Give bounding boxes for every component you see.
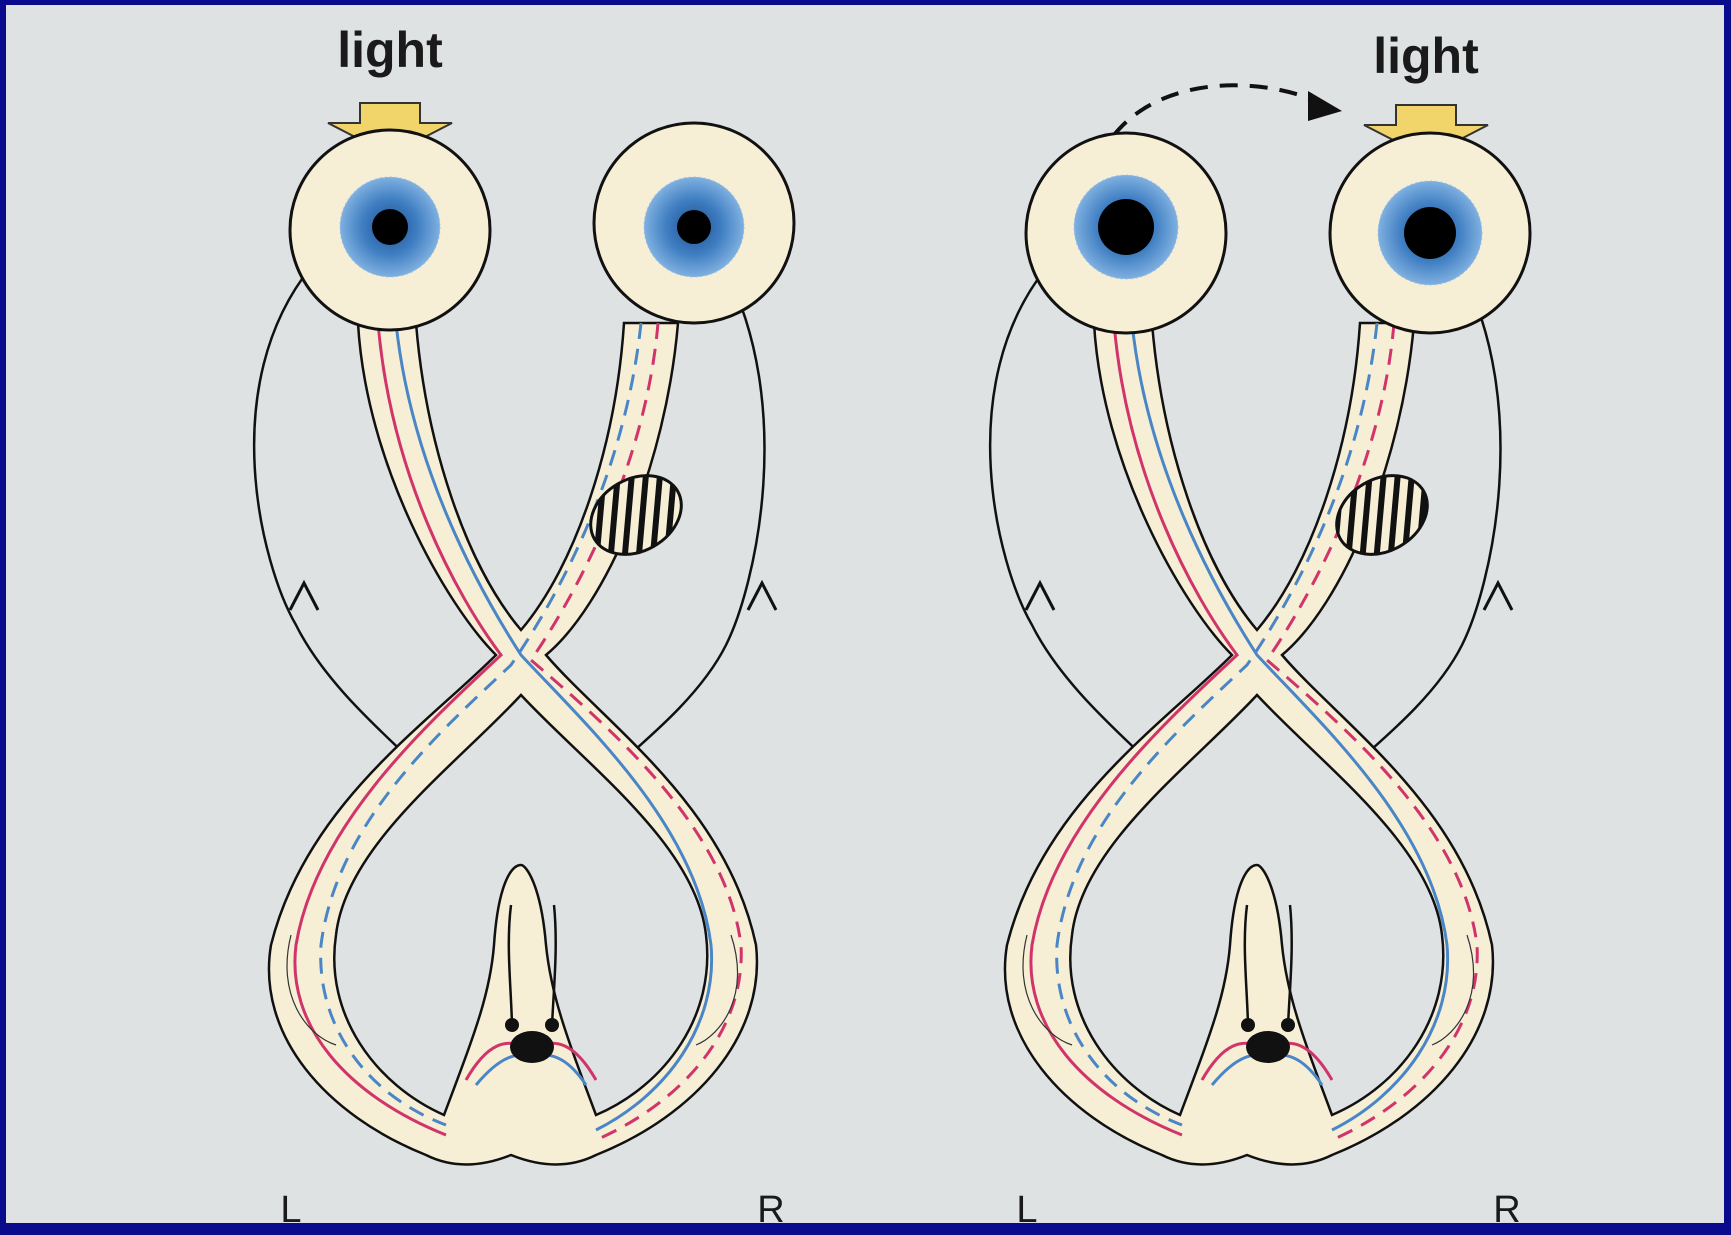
left-panel-light-label: light	[337, 22, 443, 78]
pupillary-reflex-diagram: light L R light	[6, 5, 1724, 1223]
right-panel-light-label: light	[1373, 28, 1479, 84]
left-panel-side-right: R	[757, 1189, 784, 1223]
right-panel: light L R	[990, 28, 1530, 1223]
diagram-slide: light L R light	[6, 5, 1724, 1223]
right-panel-side-right: R	[1493, 1189, 1520, 1223]
right-panel-pathways	[990, 263, 1512, 1164]
left-eye-icon	[290, 130, 490, 330]
dashed-swing-arrowhead-icon	[1308, 91, 1342, 121]
right-eye-icon	[594, 123, 794, 323]
left-eye-icon	[1026, 133, 1226, 333]
right-panel-side-left: L	[1016, 1189, 1037, 1223]
dashed-swing-arrow-icon	[1114, 85, 1326, 135]
left-panel-pathways	[254, 263, 776, 1164]
right-eye-icon	[1330, 133, 1530, 333]
left-panel: light L R	[254, 22, 794, 1223]
left-panel-side-left: L	[280, 1189, 301, 1223]
